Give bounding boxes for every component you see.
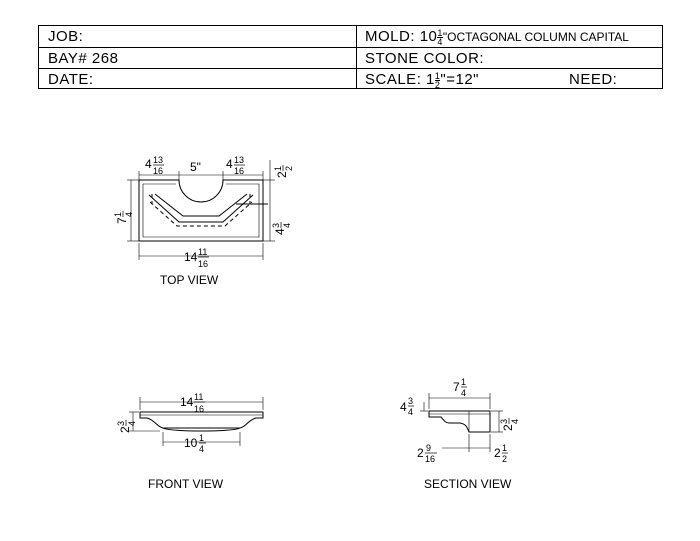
section-dim-bottom-right-whole: 2 xyxy=(494,446,501,460)
top-view-title: TOP VIEW xyxy=(160,273,219,287)
front-dim-arc-whole: 10 xyxy=(184,436,198,450)
top-dim-side-whole: 2 xyxy=(275,171,289,178)
scale-den: 2 xyxy=(434,79,441,90)
stone-color-label: STONE COLOR: xyxy=(365,50,485,67)
need-label: NEED: xyxy=(569,71,618,88)
scale-whole: 1 xyxy=(426,71,435,88)
top-dim-depth-whole: 7 xyxy=(115,217,129,224)
front-dim-height-whole: 2 xyxy=(118,426,132,433)
top-dim-inner: 4 3 4 xyxy=(271,222,292,235)
top-dim-depth: 7 1 4 xyxy=(113,211,134,224)
top-dim-center: 5" xyxy=(190,160,201,174)
top-dim-right-whole: 4 xyxy=(226,157,233,171)
title-block-divider xyxy=(356,26,357,88)
top-dim-inner-den: 4 xyxy=(282,223,292,228)
section-dim-height-num: 3 xyxy=(499,419,509,424)
mold-size-whole: 10 xyxy=(419,28,438,45)
mold-size-den: 4 xyxy=(437,36,443,47)
job-label: JOB: xyxy=(48,28,84,45)
top-dim-depth-num: 1 xyxy=(113,212,123,217)
scale-tail: "=12" xyxy=(440,71,479,88)
top-view-octagon-recess xyxy=(148,193,254,223)
section-view-labels: 7 1 4 4 3 4 2 3 4 2 9 16 2 1 2 SECTION V… xyxy=(400,377,520,491)
top-dim-width-whole: 14 xyxy=(184,250,198,264)
section-dim-bottom-right-den: 2 xyxy=(502,454,507,464)
section-dim-bottom-left-den: 16 xyxy=(425,454,435,464)
section-dim-left-whole: 4 xyxy=(400,400,407,414)
section-dim-bottom-left-whole: 2 xyxy=(417,446,424,460)
front-dim-arc-den: 4 xyxy=(199,444,204,454)
top-dim-right-den: 16 xyxy=(234,166,244,176)
section-dim-top-den: 4 xyxy=(461,388,466,398)
mold-size-num: 1 xyxy=(437,27,443,38)
front-view-title: FRONT VIEW xyxy=(148,477,224,491)
top-view-inner-border xyxy=(142,183,260,238)
section-dim-left-den: 4 xyxy=(408,407,413,417)
section-view-title: SECTION VIEW xyxy=(424,477,512,491)
top-view-octagon-dashed xyxy=(149,194,253,227)
scale-label: SCALE: xyxy=(365,71,422,88)
top-view xyxy=(127,160,275,260)
section-view xyxy=(420,393,503,452)
top-dim-right-num: 13 xyxy=(234,155,244,165)
top-dim-width-den: 16 xyxy=(198,259,208,269)
front-view-profile xyxy=(139,411,264,429)
section-dim-left-num: 3 xyxy=(408,396,413,406)
top-dim-side-num: 1 xyxy=(273,166,283,171)
section-dim-height-whole: 2 xyxy=(501,424,515,431)
top-view-labels: 4 13 16 5" 4 13 16 2 1 2 7 1 4 4 3 4 1 4 … xyxy=(113,155,294,287)
front-dim-height-num: 3 xyxy=(116,421,126,426)
bay-label: BAY# 268 xyxy=(48,50,119,67)
front-dim-width-num: 11 xyxy=(194,392,203,402)
top-view-outline xyxy=(138,179,264,242)
section-dim-height-den: 4 xyxy=(510,419,520,424)
section-dim-bottom-left-num: 9 xyxy=(426,443,431,453)
front-dim-height: 2 3 4 xyxy=(116,420,137,433)
mold-label: MOLD: xyxy=(365,28,416,45)
top-dim-depth-den: 4 xyxy=(124,212,134,217)
top-dim-width-num: 11 xyxy=(198,247,207,257)
top-dim-side: 2 1 2 xyxy=(273,165,294,178)
date-label: DATE: xyxy=(48,71,94,88)
section-dim-height: 2 3 4 xyxy=(499,418,520,431)
front-dim-width-whole: 14 xyxy=(180,395,194,409)
scale-num: 1 xyxy=(434,70,441,81)
top-dim-left-whole: 4 xyxy=(145,157,152,171)
title-row-bay: BAY# 268 STONE COLOR: xyxy=(39,47,662,69)
front-dim-arc-num: 1 xyxy=(199,433,204,443)
front-dim-height-den: 4 xyxy=(127,421,137,426)
top-dim-left-num: 13 xyxy=(153,155,163,165)
section-dim-top-whole: 7 xyxy=(453,380,460,394)
top-dim-inner-num: 3 xyxy=(271,223,281,228)
top-dim-left-den: 16 xyxy=(153,166,163,176)
front-dim-width-den: 16 xyxy=(194,404,204,414)
mold-name: "OCTAGONAL COLUMN CAPITAL xyxy=(442,30,629,44)
top-dim-side-den: 2 xyxy=(284,166,294,171)
front-view-base xyxy=(162,427,241,432)
section-dim-top-num: 1 xyxy=(461,377,466,387)
section-dim-bottom-right-num: 1 xyxy=(502,443,507,453)
top-dim-inner-whole: 4 xyxy=(273,228,287,235)
front-view-labels: 14 11 16 2 3 4 10 1 4 FRONT VIEW xyxy=(116,392,224,491)
